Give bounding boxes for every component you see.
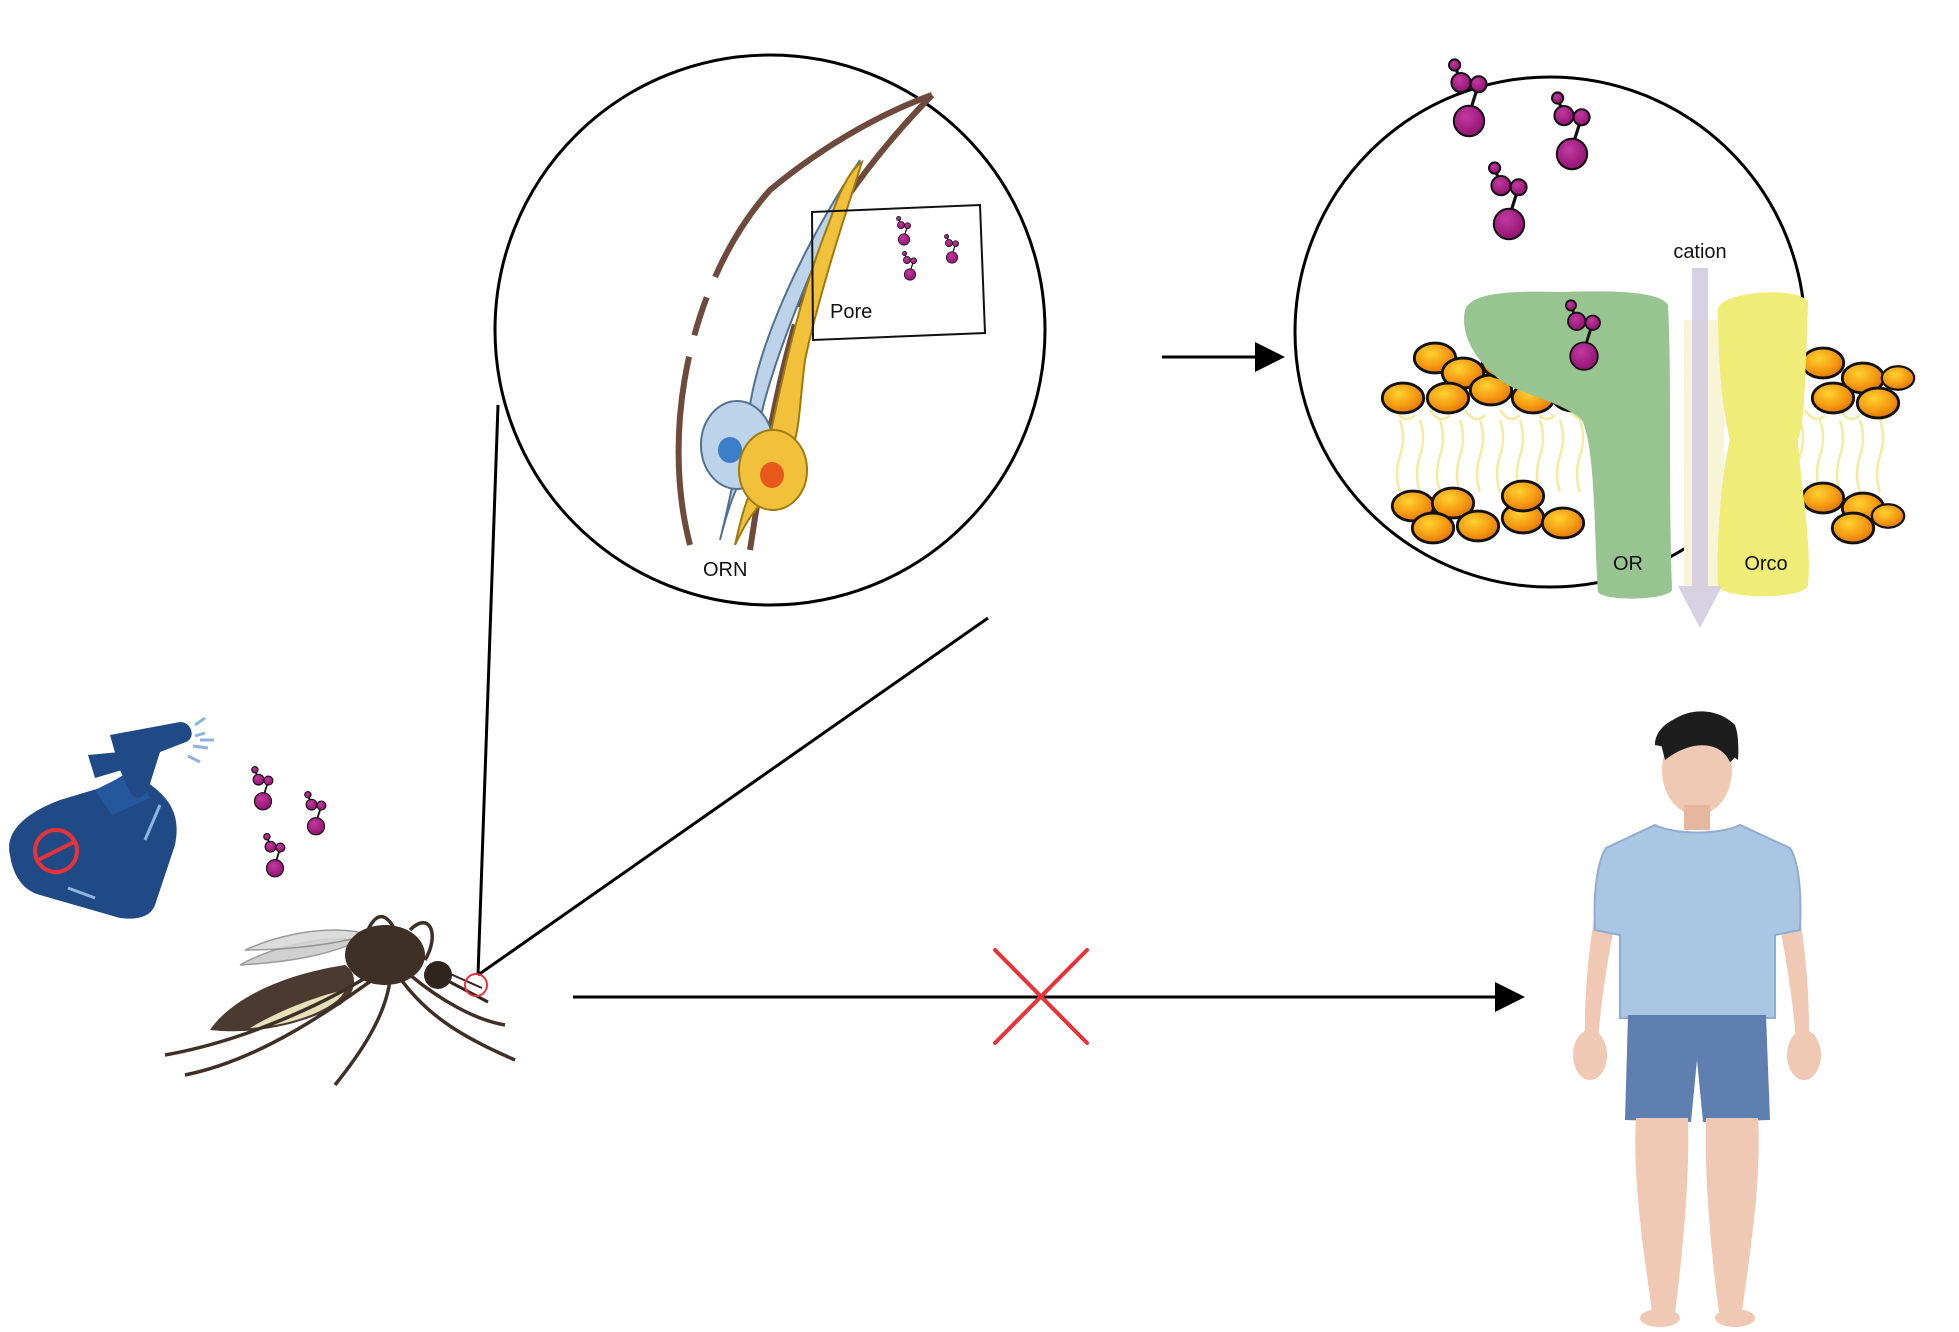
human-figure-icon xyxy=(1573,711,1821,1327)
or-protein xyxy=(1464,291,1672,599)
orn-yellow-nucleus xyxy=(760,462,784,488)
cation-arrow xyxy=(1678,268,1722,628)
or-label: OR xyxy=(1613,553,1643,575)
odorant-molecule-icon xyxy=(303,790,327,836)
spray-bottle-icon xyxy=(9,716,214,919)
repellent-symbol xyxy=(33,828,79,874)
blocked-cross-icon xyxy=(993,948,1089,1045)
pore-label: Pore xyxy=(830,301,872,323)
odorant-molecule-icon xyxy=(250,765,274,811)
mosquito-icon xyxy=(164,914,516,1087)
orn-label: ORN xyxy=(703,559,747,581)
receptor-zoom-circle: OR Orco cation xyxy=(1293,57,1916,628)
antenna-zoom-marker xyxy=(464,973,488,997)
orn-blue-nucleus xyxy=(718,437,742,463)
zoom-line-lower xyxy=(477,616,989,977)
zoom-line-upper xyxy=(476,404,500,976)
sensillum-wall-left xyxy=(675,92,934,546)
odorant-molecule-icon xyxy=(262,832,286,878)
sensillum-zoom-circle: Pore ORN xyxy=(493,53,1047,607)
cation-label: cation xyxy=(1673,241,1726,263)
orco-protein xyxy=(1717,292,1809,597)
orco-label: Orco xyxy=(1744,553,1787,575)
pore-box xyxy=(810,203,987,342)
